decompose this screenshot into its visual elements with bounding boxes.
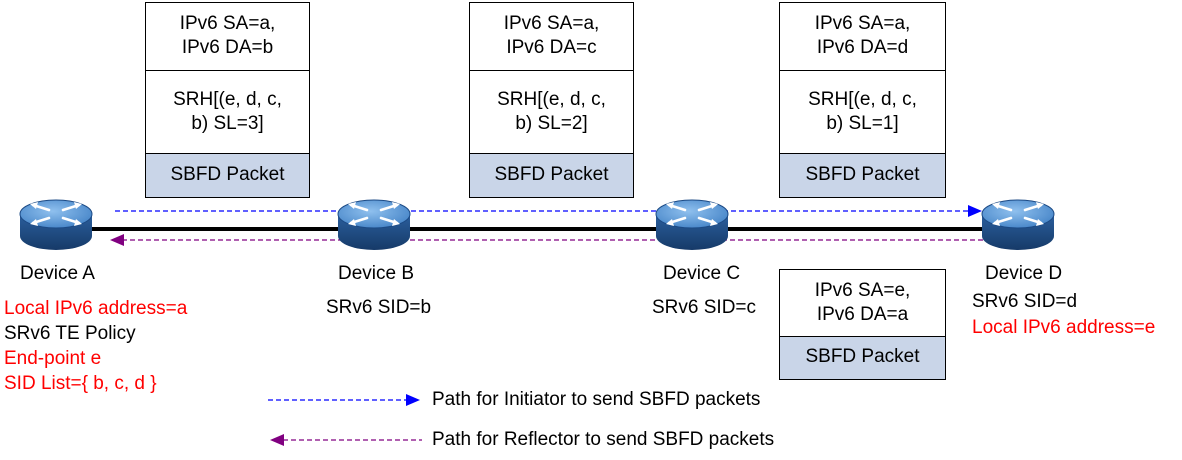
header-line: IPv6 SA=e,: [814, 280, 911, 301]
device-a-sid-list: SID List={ b, c, d }: [4, 373, 157, 394]
srh-line: SRH[(e, d, c,: [497, 89, 606, 110]
packet-b-to-c: IPv6 SA=a, IPv6 DA=c SRH[(e, d, c, b) SL…: [469, 2, 634, 198]
device-d-label: Device D: [985, 263, 1063, 284]
header-line: IPv6 SA=a,: [814, 13, 911, 34]
device-a-endpoint: End-point e: [4, 348, 102, 369]
device-d-local-address: Local IPv6 address=e: [972, 317, 1156, 338]
srh-line: b) SL=3]: [191, 113, 264, 134]
device-b-sid: SRv6 SID=b: [326, 297, 432, 318]
device-a-label: Device A: [20, 263, 95, 284]
device-c-label: Device C: [663, 263, 741, 284]
device-a-local-address: Local IPv6 address=a: [4, 298, 188, 319]
ipv6-header: IPv6 SA=a, IPv6 DA=c: [470, 3, 633, 71]
header-line: IPv6 DA=d: [816, 37, 909, 58]
srh-line: b) SL=1]: [826, 113, 899, 134]
legend-reflector-arrow-icon: [270, 434, 284, 446]
legend-initiator-label: Path for Initiator to send SBFD packets: [432, 389, 761, 410]
legend-reflector-label: Path for Reflector to send SBFD packets: [432, 429, 775, 450]
srh-line: b) SL=2]: [515, 113, 588, 134]
legend-initiator-arrow-icon: [406, 394, 420, 406]
sbfd-payload: SBFD Packet: [780, 337, 945, 379]
sbfd-payload: SBFD Packet: [146, 154, 309, 197]
device-b-label: Device B: [338, 263, 415, 284]
srh-line: SRH[(e, d, c,: [173, 89, 282, 110]
header-line: IPv6 DA=c: [506, 37, 597, 58]
router-icon: [18, 198, 94, 252]
reflector-arrowhead-icon: [110, 234, 124, 246]
header-line: IPv6 DA=b: [181, 37, 274, 58]
reflector-packet: IPv6 SA=e, IPv6 DA=a SBFD Packet: [779, 269, 946, 380]
srh-header: SRH[(e, d, c, b) SL=3]: [146, 71, 309, 154]
ipv6-header: IPv6 SA=a, IPv6 DA=b: [146, 3, 309, 71]
router-icon: [654, 198, 730, 252]
device-a-policy: SRv6 TE Policy: [4, 323, 136, 344]
packet-c-to-d: IPv6 SA=a, IPv6 DA=d SRH[(e, d, c, b) SL…: [779, 2, 946, 198]
router-icon: [336, 198, 412, 252]
sbfd-payload: SBFD Packet: [780, 154, 945, 197]
device-c-sid: SRv6 SID=c: [652, 297, 757, 318]
header-line: IPv6 SA=a,: [503, 13, 600, 34]
header-line: IPv6 SA=a,: [179, 13, 276, 34]
ipv6-header: IPv6 SA=a, IPv6 DA=d: [780, 3, 945, 71]
packet-a-to-b: IPv6 SA=a, IPv6 DA=b SRH[(e, d, c, b) SL…: [145, 2, 310, 198]
device-d-sid: SRv6 SID=d: [972, 291, 1078, 312]
srh-line: SRH[(e, d, c,: [808, 89, 917, 110]
sbfd-payload: SBFD Packet: [470, 154, 633, 197]
ipv6-header: IPv6 SA=e, IPv6 DA=a: [780, 270, 945, 337]
header-line: IPv6 DA=a: [816, 304, 909, 325]
initiator-arrowhead-icon: [968, 205, 982, 217]
router-icon: [980, 198, 1056, 252]
srh-header: SRH[(e, d, c, b) SL=1]: [780, 71, 945, 154]
srh-header: SRH[(e, d, c, b) SL=2]: [470, 71, 633, 154]
